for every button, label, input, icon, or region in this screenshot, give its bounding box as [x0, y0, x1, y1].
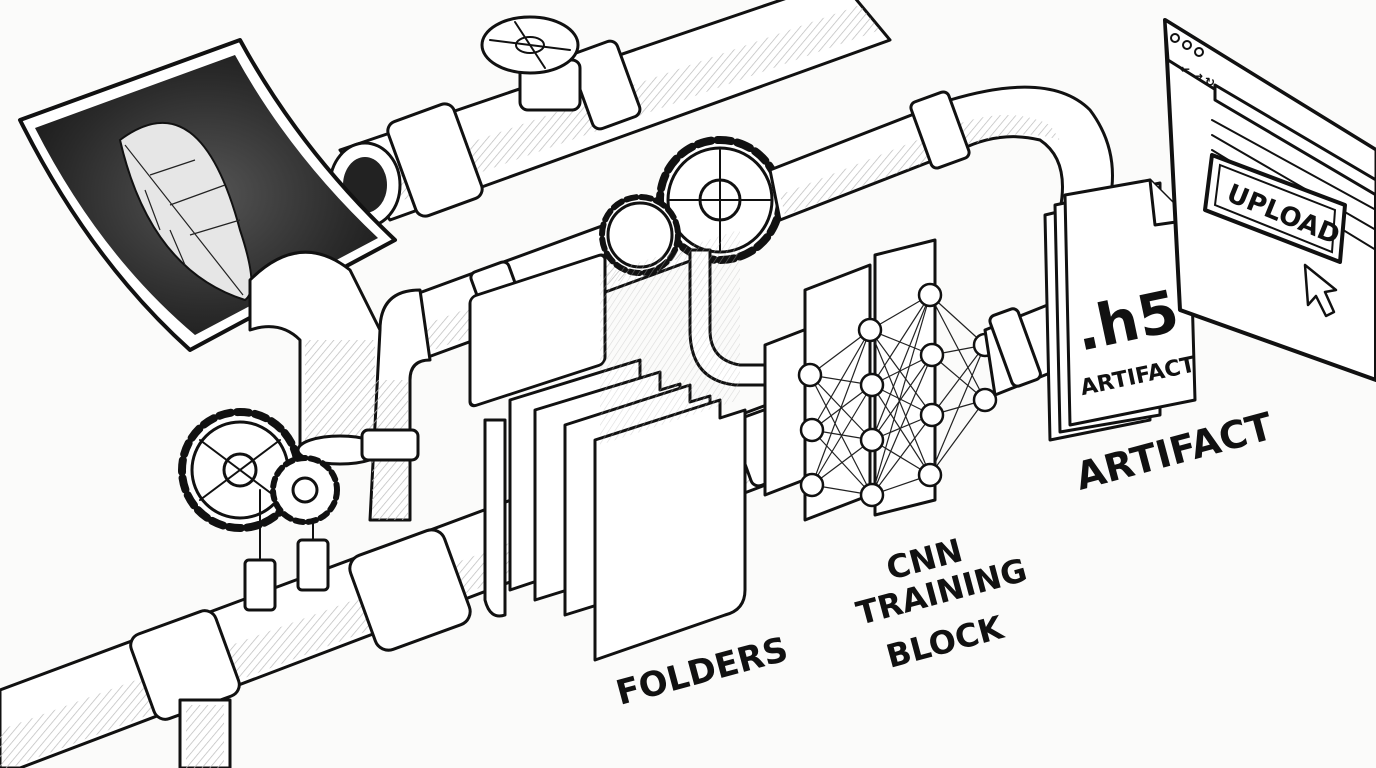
back-icon[interactable]: ←	[1180, 62, 1190, 76]
gear-icon	[178, 408, 340, 612]
document-icon	[1043, 178, 1197, 442]
network-node	[859, 427, 885, 453]
network-node	[859, 482, 885, 508]
network-node	[972, 387, 998, 413]
network-node	[799, 417, 825, 443]
network-edge	[869, 329, 933, 416]
network-edge	[871, 414, 933, 496]
network-node	[919, 402, 945, 428]
network-edge	[871, 294, 931, 496]
mouse-cursor-icon	[1303, 263, 1338, 318]
network-edge	[929, 399, 986, 476]
upload-button[interactable]	[1203, 153, 1347, 264]
network-edge	[931, 344, 986, 416]
network-edge	[811, 329, 871, 431]
gear-icon	[599, 136, 784, 276]
network-node	[919, 342, 945, 368]
upper-arch-pipe	[768, 85, 1114, 222]
folders-stack	[468, 229, 747, 662]
network-edge	[871, 354, 933, 441]
network-node	[859, 372, 885, 398]
network-edge	[811, 384, 873, 431]
network-node	[857, 317, 883, 343]
network-edge	[929, 294, 986, 401]
network-node	[917, 282, 943, 308]
network-node	[917, 462, 943, 488]
network-edge	[811, 329, 871, 486]
network-edge	[809, 329, 871, 376]
valve-wheel-icon	[480, 15, 582, 112]
refresh-icon[interactable]: ↻	[1205, 75, 1215, 89]
network-edge	[871, 294, 931, 441]
network-edge	[871, 384, 931, 476]
network-edge	[811, 439, 873, 486]
network-edge	[869, 329, 931, 476]
network-node	[799, 472, 825, 498]
top-pipe	[328, 0, 892, 229]
network-node	[797, 362, 823, 388]
neural-network-icon	[763, 238, 998, 522]
forward-icon[interactable]: →	[1193, 69, 1203, 83]
network-edge	[811, 384, 873, 486]
network-edge	[929, 294, 986, 346]
network-edge	[871, 294, 931, 386]
network-edge	[929, 344, 986, 476]
network-edge	[871, 354, 933, 496]
